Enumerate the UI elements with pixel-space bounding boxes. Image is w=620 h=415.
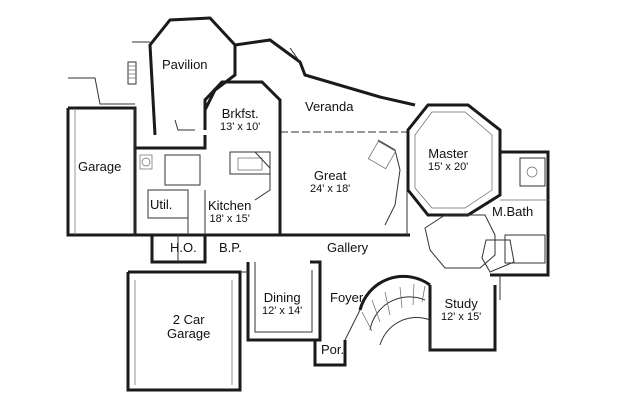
brkfst-dimensions: 13' x 10' — [220, 121, 261, 134]
dining-dimensions: 12' x 14' — [262, 305, 303, 318]
dining-label-group: Dining 12' x 14' — [262, 290, 303, 318]
mbath-walls — [481, 150, 550, 300]
car-garage-label-group: 2 Car Garage — [167, 312, 211, 342]
master-label-group: Master 15' x 20' — [428, 146, 469, 174]
gallery-dining-walls — [150, 235, 361, 367]
garage-walls — [66, 77, 137, 237]
ho-label: H.O. — [170, 240, 197, 255]
veranda-label: Veranda — [305, 99, 354, 114]
por-label: Por. — [321, 342, 345, 357]
pavilion-label: Pavilion — [162, 57, 208, 72]
foyer-stairs — [358, 274, 431, 350]
master-dimensions: 15' x 20' — [428, 161, 469, 174]
dining-label: Dining — [263, 290, 301, 305]
kitchen-walls — [135, 135, 280, 237]
kitchen-dimensions: 18' x 15' — [209, 213, 250, 226]
kitchen-label-group: Kitchen 18' x 15' — [208, 198, 252, 226]
car-garage-label-line1: 2 Car — [172, 312, 205, 327]
veranda-walls — [234, 38, 416, 133]
great-label-group: Great 24' x 18' — [310, 168, 351, 196]
pavilion-walls — [127, 16, 237, 136]
study-walls — [424, 214, 497, 352]
mbath-label: M.Bath — [492, 204, 534, 219]
foyer-label: Foyer — [330, 290, 364, 305]
util-label: Util. — [150, 197, 173, 212]
brkfst-label-group: Brkfst. 13' x 10' — [220, 106, 261, 134]
car-garage-label-line2: Garage — [167, 326, 211, 342]
gallery-label: Gallery — [327, 240, 369, 255]
garage-label: Garage — [78, 159, 122, 174]
study-label: Study — [444, 296, 478, 311]
car-garage-walls — [126, 270, 248, 392]
kitchen-label: Kitchen — [208, 198, 252, 213]
bp-label: B.P. — [219, 240, 242, 255]
master-label: Master — [428, 146, 469, 161]
brkfst-label: Brkfst. — [221, 106, 259, 121]
study-dimensions: 12' x 15' — [441, 311, 482, 324]
great-label: Great — [313, 168, 347, 183]
brkfst-walls — [174, 80, 282, 235]
study-label-group: Study 12' x 15' — [441, 296, 482, 324]
great-dimensions: 24' x 18' — [310, 183, 351, 196]
